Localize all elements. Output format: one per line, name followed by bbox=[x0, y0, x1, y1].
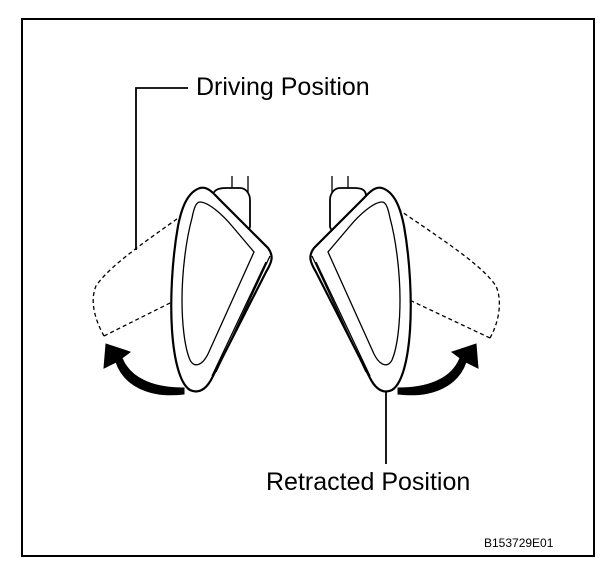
right-mirror-edge bbox=[311, 255, 371, 377]
right-mirror bbox=[309, 176, 501, 396]
figure-code-label: B153729E01 bbox=[484, 536, 554, 550]
figure-border bbox=[21, 18, 595, 557]
left-mirror-housing bbox=[170, 186, 273, 393]
right-mirror-glass bbox=[327, 201, 401, 366]
left-motion-arrow bbox=[103, 343, 185, 396]
left-mirror-edge bbox=[211, 255, 271, 377]
right-driving-position-outline bbox=[381, 197, 501, 339]
right-motion-arrow bbox=[397, 343, 479, 396]
retracted-position-label: Retracted Position bbox=[266, 468, 471, 496]
driving-position-label: Driving Position bbox=[196, 73, 370, 101]
left-mirror-glass bbox=[181, 201, 255, 366]
driving-position-leader bbox=[135, 87, 188, 250]
right-mirror-housing bbox=[309, 186, 412, 393]
left-mirror bbox=[92, 176, 273, 396]
left-driving-position-outline bbox=[92, 197, 207, 337]
